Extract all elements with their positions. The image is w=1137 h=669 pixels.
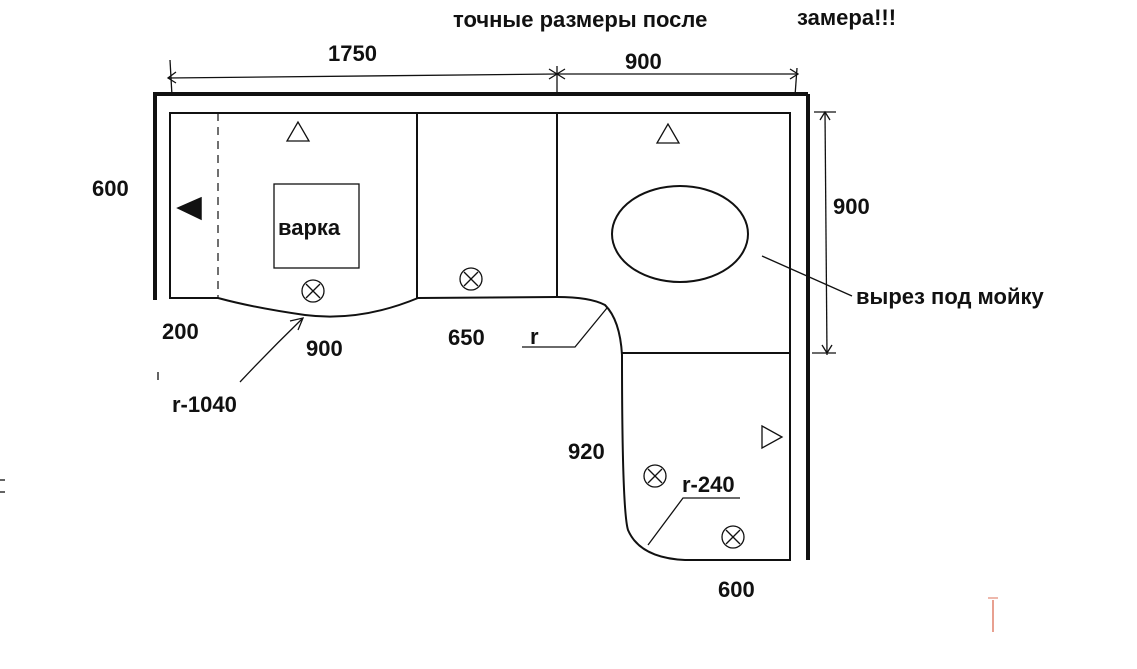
hob-label: варка [278, 215, 341, 240]
header-note-left: точные размеры после [453, 7, 707, 32]
dimension-right [812, 110, 836, 356]
circle-x-icon [301, 279, 325, 303]
dimension-top [166, 59, 800, 97]
circle-x-icon [721, 525, 745, 549]
sink-leader-line [761, 255, 853, 297]
dim-leg-side: 920 [568, 439, 605, 464]
dim-leg-bottom: 600 [718, 577, 755, 602]
radius-small-label: r-240 [682, 472, 735, 497]
dim-top-left: 1750 [328, 41, 377, 66]
radius-large-leader [239, 317, 305, 383]
radius-small-leader [647, 497, 740, 546]
triangle-marker-top-left [285, 120, 311, 142]
dim-right-depth: 900 [833, 194, 870, 219]
dim-bottom-left: 200 [162, 319, 199, 344]
dim-left-depth: 600 [92, 176, 129, 201]
triangle-marker-top-right [655, 122, 681, 144]
walls [153, 92, 810, 560]
circle-x-icon [459, 267, 483, 291]
dim-top-right: 900 [625, 49, 662, 74]
countertop-outline [169, 112, 791, 561]
hob-box [273, 183, 360, 269]
sink-cutout-label: вырез под мойку [856, 284, 1045, 309]
header-note-right: замера!!! [797, 5, 896, 30]
dim-bottom-mid: 650 [448, 325, 485, 350]
radius-corner-leader [522, 307, 608, 348]
triangle-marker-left [176, 196, 202, 221]
radius-corner-label: r [530, 324, 539, 349]
triangle-marker-right [761, 424, 784, 450]
circle-x-icon [643, 464, 667, 488]
sink-cutout [611, 185, 749, 283]
circle-x-markers [301, 267, 745, 549]
watermark-mark [988, 597, 998, 632]
dim-bottom-arc: 900 [306, 336, 343, 361]
radius-large-label: r-1040 [172, 392, 237, 417]
